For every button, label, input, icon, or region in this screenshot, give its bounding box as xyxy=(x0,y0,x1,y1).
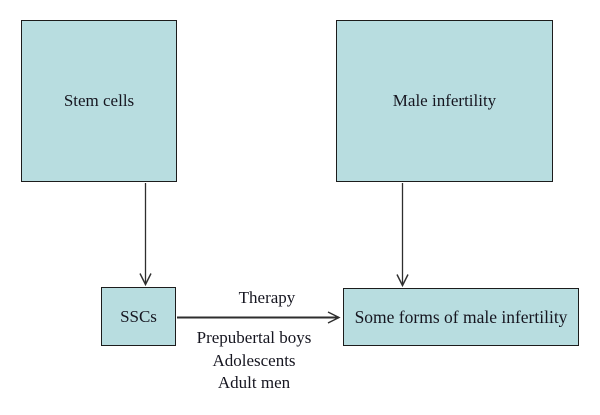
node-some-forms-label: Some forms of male infertility xyxy=(354,306,568,327)
node-sscs: SSCs xyxy=(101,287,176,346)
node-some-forms-of-male-infertility: Some forms of male infertility xyxy=(343,288,579,346)
node-sscs-label: SSCs xyxy=(120,306,157,326)
edge-label-therapy: Therapy xyxy=(238,288,296,307)
edge-sublabel-adult-men: Adult men xyxy=(217,373,291,392)
edge-sublabel-prepubertal-boys: Prepubertal boys xyxy=(196,328,312,347)
edge-sublabel-group: Prepubertal boys Adolescents Adult men xyxy=(174,327,334,395)
node-stem-cells-label: Stem cells xyxy=(63,91,135,110)
edge-sublabel-adolescents: Adolescents xyxy=(212,350,296,370)
node-male-infertility: Male infertility xyxy=(336,20,553,182)
node-stem-cells: Stem cells xyxy=(21,20,177,182)
node-male-infertility-label: Male infertility xyxy=(392,91,497,110)
